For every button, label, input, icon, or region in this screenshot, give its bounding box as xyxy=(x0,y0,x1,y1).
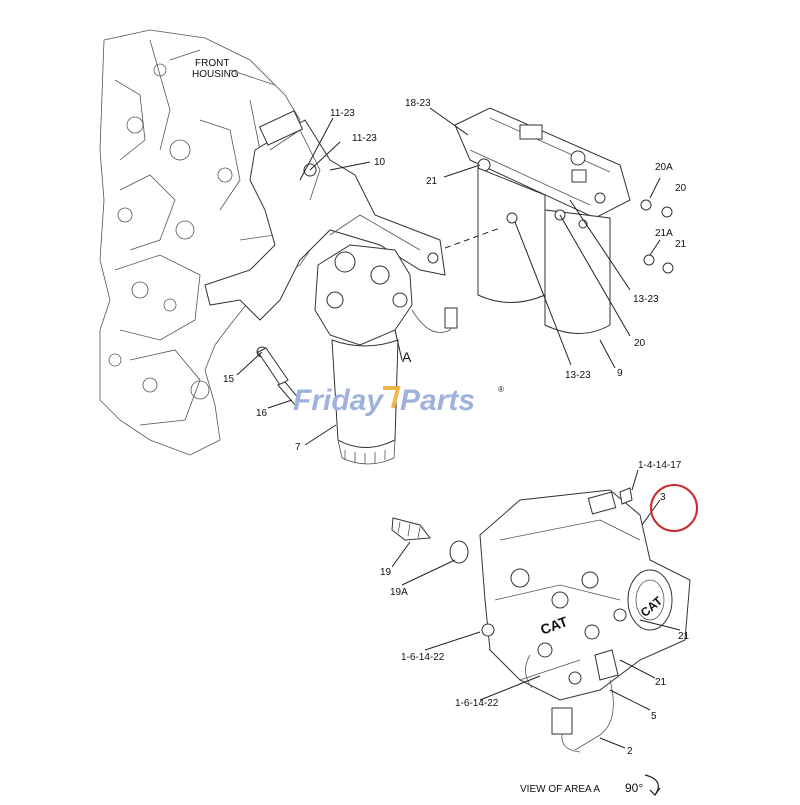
callout-11-23-a: 11-23 xyxy=(330,108,355,119)
callout-15: 15 xyxy=(223,374,235,385)
hardware-upper-right xyxy=(640,199,674,274)
rotation-label: 90° xyxy=(625,781,643,795)
callout-1-6-14-22-a: 1-6-14-22 xyxy=(401,652,445,663)
watermark: Friday Parts ® xyxy=(293,384,504,417)
callout-21-detail-2: 21 xyxy=(655,677,667,688)
mounting-bracket xyxy=(204,110,446,406)
watermark-part1: Friday xyxy=(293,384,384,417)
callout-1-4-14-17: 1-4-14-17 xyxy=(638,460,682,471)
highlight-circle xyxy=(650,484,698,532)
view-caption-group: VIEW OF AREA A 90° xyxy=(520,774,661,796)
callout-21a: 21A xyxy=(655,228,673,239)
callout-10: 10 xyxy=(374,157,386,168)
callout-5: 5 xyxy=(651,711,657,722)
water-separator-assembly xyxy=(454,107,631,334)
watermark-part2: Parts xyxy=(400,384,475,417)
callout-3: 3 xyxy=(660,492,666,503)
rotation-arrow-icon xyxy=(644,774,661,796)
watermark-registered: ® xyxy=(498,385,504,394)
watermark-accent xyxy=(383,386,401,409)
leader-lines xyxy=(236,107,681,749)
callout-20-top: 20 xyxy=(675,183,687,194)
engine-block: FRONT HOUSING xyxy=(99,29,321,456)
callout-19: 19 xyxy=(380,567,392,578)
callout-13-23-b: 13-23 xyxy=(565,370,591,381)
callout-1-6-14-22-b: 1-6-14-22 xyxy=(455,698,499,709)
callout-2: 2 xyxy=(627,746,633,757)
fuel-filter-assembly xyxy=(314,244,458,465)
callout-20a: 20A xyxy=(655,162,673,173)
callout-11-23-b: 11-23 xyxy=(352,133,377,144)
callout-18-23: 18-23 xyxy=(405,98,431,109)
front-housing-label-1: FRONT xyxy=(195,58,229,69)
callout-21-right: 21 xyxy=(675,239,687,250)
detail-view-a: CAT CAT xyxy=(391,487,691,753)
callout-a: A xyxy=(402,349,412,365)
callout-7: 7 xyxy=(295,442,301,453)
callout-16: 16 xyxy=(256,408,268,419)
callout-21-detail-1: 21 xyxy=(678,631,690,642)
front-housing-label-2: HOUSING xyxy=(192,69,239,80)
callout-labels: 11-23 11-23 10 18-23 21 20A 20 21A 21 13… xyxy=(223,98,698,757)
callout-9: 9 xyxy=(617,368,623,379)
callout-19a: 19A xyxy=(390,587,408,598)
callout-20-mid: 20 xyxy=(634,338,646,349)
callout-13-23-a: 13-23 xyxy=(633,294,659,305)
callout-21-top: 21 xyxy=(426,176,438,187)
view-caption: VIEW OF AREA A xyxy=(520,784,600,795)
